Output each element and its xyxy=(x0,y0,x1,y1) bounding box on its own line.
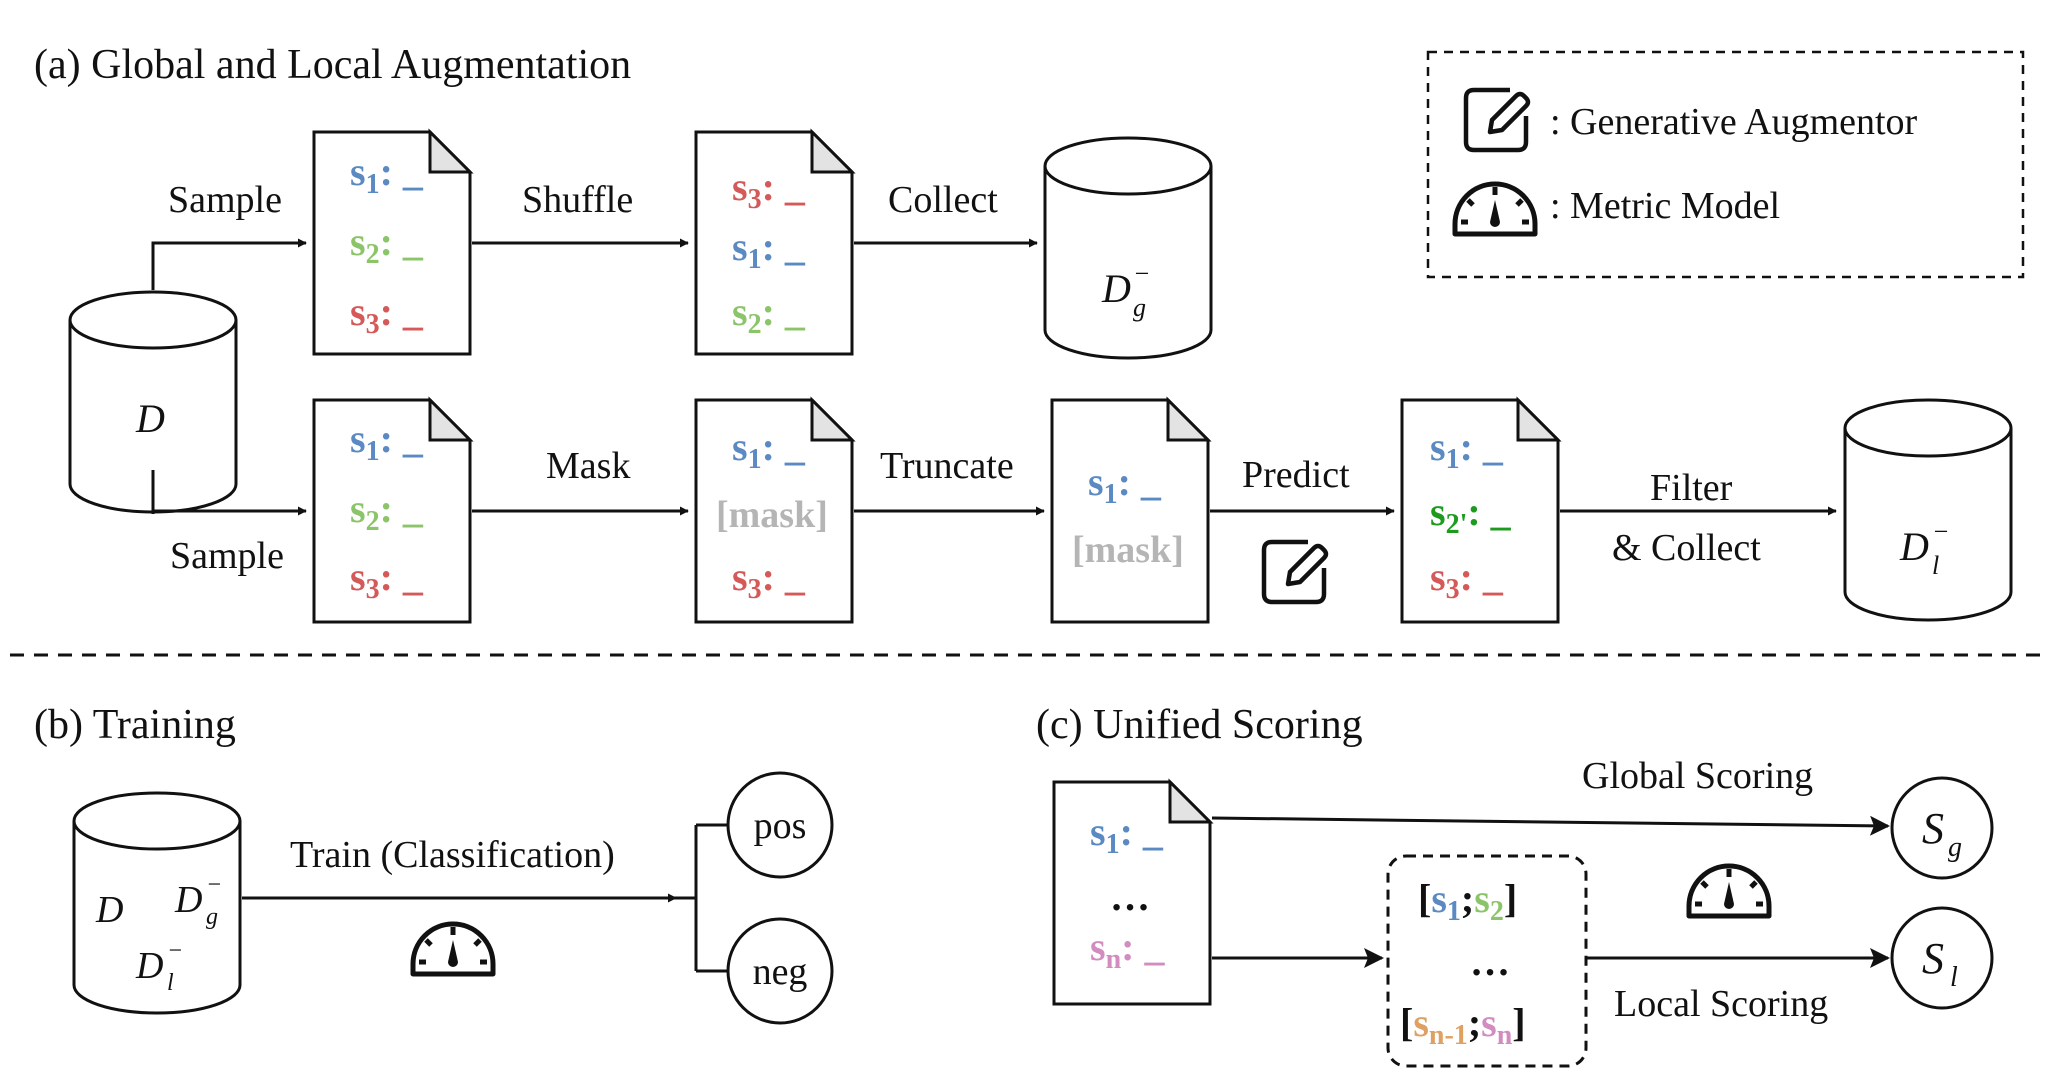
pair-last: [sn-1;sn] xyxy=(1400,1000,1526,1051)
local-scoring-label: Local Scoring xyxy=(1614,983,1828,1025)
sample-bottom-label: Sample xyxy=(170,535,284,577)
doc-masked: s1: _ [mask] s3: _ xyxy=(694,398,854,624)
train-label: Train (Classification) xyxy=(290,834,615,876)
legend-generative-label: : Generative Augmentor xyxy=(1550,101,1918,143)
sample-top-arrow xyxy=(151,238,307,290)
svg-text:s1: _: s1: _ xyxy=(1430,424,1504,475)
doc-shuffled: s3: _ s1: _ s2: _ xyxy=(694,130,854,356)
sg-label: S g xyxy=(1922,804,1962,863)
db-dl-neg-label: D − l xyxy=(1899,517,1950,580)
and-collect-label: & Collect xyxy=(1612,527,1761,569)
svg-text:s3: _: s3: _ xyxy=(1430,554,1504,605)
filter-label: Filter xyxy=(1650,467,1733,509)
classification-branch xyxy=(676,823,728,973)
pair-first: [s1;s2] xyxy=(1418,876,1517,927)
svg-text:s1: _: s1: _ xyxy=(732,224,806,275)
db-d-label: D xyxy=(135,396,165,441)
svg-text:s2: _: s2: _ xyxy=(350,486,424,537)
svg-text:g: g xyxy=(1948,832,1962,863)
svg-text:…: … xyxy=(1110,874,1150,919)
svg-text:s1: _: s1: _ xyxy=(1088,459,1162,510)
doc-sampled-top: s1: _ s2: _ s3: _ xyxy=(312,130,472,356)
svg-text:−: − xyxy=(206,872,222,898)
doc-truncated: s1: _ [mask] xyxy=(1050,398,1210,624)
neg-label: neg xyxy=(753,951,808,993)
svg-text:S: S xyxy=(1922,934,1944,983)
pos-node xyxy=(726,771,834,879)
svg-text:−: − xyxy=(167,938,183,964)
global-scoring-arrow xyxy=(1211,815,1890,836)
sg-node xyxy=(1890,776,1994,880)
svg-text:s1: _: s1: _ xyxy=(350,416,424,467)
db-dg-neg-label: D − g xyxy=(1101,259,1151,322)
section-b-title: (b) Training xyxy=(34,702,236,748)
svg-text:s3: _: s3: _ xyxy=(732,164,806,215)
svg-text:s3: _: s3: _ xyxy=(732,554,806,605)
legend-box xyxy=(1426,50,2025,279)
doc-sampled-bottom: s1: _ s2: _ s3: _ xyxy=(312,398,472,624)
database-dg-neg xyxy=(1043,136,1213,360)
doc-predicted: s1: _ s2': _ s3: _ xyxy=(1400,398,1560,624)
svg-text:D: D xyxy=(1899,524,1929,569)
svg-text:l: l xyxy=(1950,962,1958,993)
db-training-labels: D D − g D − l xyxy=(95,872,222,996)
svg-text:D: D xyxy=(95,889,123,931)
doc-scoring-input: s1: _ … sn: _ xyxy=(1052,780,1212,1006)
svg-text:s1: _: s1: _ xyxy=(350,149,424,200)
svg-text:[s1;s2]: [s1;s2] xyxy=(1418,876,1517,927)
svg-text:D: D xyxy=(174,879,202,921)
svg-text:s1: _: s1: _ xyxy=(1090,809,1164,860)
sample-top-label: Sample xyxy=(168,179,282,221)
scoring-metric-icon xyxy=(1689,866,1769,916)
svg-text:s2': _: s2': _ xyxy=(1430,489,1512,540)
truncate-label: Truncate xyxy=(880,445,1014,487)
mask-label: Mask xyxy=(546,445,630,487)
svg-text:s2: _: s2: _ xyxy=(350,219,424,270)
pair-ellipsis: … xyxy=(1470,939,1510,984)
shuffle-label: Shuffle xyxy=(522,179,633,221)
svg-text:S: S xyxy=(1922,804,1944,853)
sl-label: S l xyxy=(1922,934,1958,993)
svg-text:g: g xyxy=(206,904,218,930)
predict-label: Predict xyxy=(1242,454,1350,496)
svg-text:l: l xyxy=(167,970,174,996)
collect-label: Collect xyxy=(888,179,998,221)
svg-text:s2: _: s2: _ xyxy=(732,289,806,340)
svg-text:l: l xyxy=(1932,551,1939,580)
predict-generative-icon xyxy=(1264,542,1326,602)
svg-text:s1: _: s1: _ xyxy=(732,424,806,475)
svg-text:s3: _: s3: _ xyxy=(350,554,424,605)
sample-bottom-arrow xyxy=(151,470,307,516)
section-a-title: (a) Global and Local Augmentation xyxy=(34,42,631,88)
legend-metric-label: : Metric Model xyxy=(1550,185,1780,227)
train-metric-icon xyxy=(413,924,493,974)
pair-box xyxy=(1386,854,1588,1068)
svg-text:D: D xyxy=(1101,266,1131,311)
svg-text:D: D xyxy=(135,945,163,987)
pos-label: pos xyxy=(754,805,807,847)
section-c-title: (c) Unified Scoring xyxy=(1036,702,1363,748)
sl-node xyxy=(1890,906,1994,1010)
generative-augmentor-icon xyxy=(1466,90,1528,150)
svg-text:[sn-1;sn]: [sn-1;sn] xyxy=(1400,1000,1526,1051)
svg-text:[mask]: [mask] xyxy=(1072,529,1184,571)
svg-text:[mask]: [mask] xyxy=(716,494,828,536)
svg-text:−: − xyxy=(1133,259,1151,288)
svg-text:sn: _: sn: _ xyxy=(1090,924,1165,975)
svg-text:−: − xyxy=(1932,517,1950,546)
global-scoring-label: Global Scoring xyxy=(1582,755,1813,797)
database-dl-neg xyxy=(1843,398,2013,622)
neg-node xyxy=(726,917,834,1025)
svg-text:g: g xyxy=(1133,293,1146,322)
metric-model-icon xyxy=(1455,184,1535,234)
svg-text:s3: _: s3: _ xyxy=(350,289,424,340)
